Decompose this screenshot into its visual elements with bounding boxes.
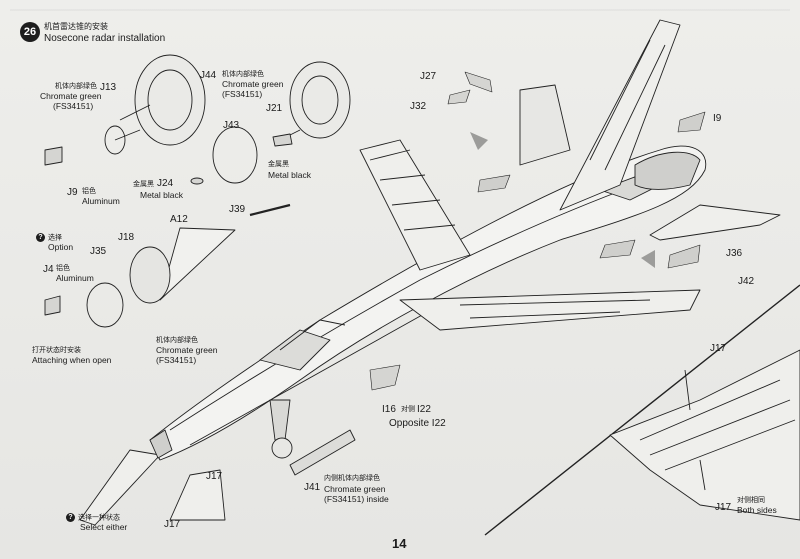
note-j44-chromate-en: Chromate green <box>222 79 284 89</box>
page-number: 14 <box>392 536 407 551</box>
part-label-j42: J42 <box>738 276 755 287</box>
note-chromate-cn: 机体内部绿色 <box>55 83 97 90</box>
note-inside-chromate-en: Chromate green <box>324 484 386 494</box>
step-title-cn: 机首雷达锥的安装 <box>44 22 108 31</box>
part-label-a12: A12 <box>170 214 188 225</box>
part-label-j43: J43 <box>223 120 240 131</box>
aircraft-tail-drawing <box>519 19 781 241</box>
note-select-en: Select either <box>80 522 128 532</box>
part-label-j41: J41 <box>304 482 321 493</box>
note-chromate-en: Chromate green <box>40 91 102 101</box>
note-attach-en: Attaching when open <box>32 355 112 365</box>
note-both-sides-cn: 对侧相同 <box>737 497 765 504</box>
note-option-cn: ?选择 <box>36 233 62 242</box>
part-label-j24: J24 <box>157 178 174 189</box>
direction-arrows <box>470 132 655 268</box>
note-aluminum-cn: 铝色 <box>82 188 96 195</box>
part-j24-drawing <box>190 177 204 185</box>
inset-nose-detail-drawing <box>609 349 800 521</box>
aircraft-wing-drawing <box>359 139 701 331</box>
note-select-cn: ?选择一种状态 <box>66 513 120 522</box>
part-label-j35: J35 <box>90 246 107 257</box>
note-option-en: Option <box>48 242 74 252</box>
note-metal-black-cn: 金属黑 <box>133 181 154 188</box>
step-title-en: Nosecone radar installation <box>44 33 166 44</box>
fuselage-panel-details <box>369 71 706 391</box>
nosecone-options-drawing <box>79 429 226 526</box>
part-label-j36: J36 <box>726 248 743 259</box>
note-nose-chromate-en: Chromate green <box>156 345 218 355</box>
landing-gear-drawing <box>269 399 293 459</box>
note-both-sides-en: Both sides <box>737 505 777 515</box>
note-inside-fs: (FS34151) inside <box>324 494 389 504</box>
note-nose-fs-code: (FS34151) <box>156 355 197 365</box>
note-aluminum-en: Aluminum <box>82 196 120 206</box>
note-opposite-en: Opposite I22 <box>389 418 446 429</box>
note-metal-black-en-2: Metal black <box>268 170 311 180</box>
part-label-j44: J44 <box>200 70 217 81</box>
part-j9-drawing <box>44 146 63 166</box>
note-nose-chromate-cn: 机体内部绿色 <box>156 337 198 344</box>
radar-bulkhead-drawing <box>104 54 206 155</box>
part-label-j21: J21 <box>266 103 283 114</box>
part-label-j32: J32 <box>410 101 427 112</box>
part-label-j18: J18 <box>118 232 135 243</box>
radar-dish-drawing <box>212 61 351 184</box>
part-label-j4: J4 <box>43 264 54 275</box>
part-j39-rod <box>249 203 291 217</box>
note-j44-fs-code: (FS34151) <box>222 89 263 99</box>
part-label-j39: J39 <box>229 204 246 215</box>
part-label-j27: J27 <box>420 71 437 82</box>
part-label-j17-right-top: J17 <box>710 343 727 354</box>
note-j4-aluminum-en: Aluminum <box>56 273 94 283</box>
part-label-j17-bottom: J17 <box>164 519 181 530</box>
part-label-j13: J13 <box>100 82 117 93</box>
part-label-j9: J9 <box>67 187 78 198</box>
part-j21-drawing <box>272 133 293 147</box>
part-label-i16: I16 <box>382 404 396 415</box>
part-label-j17-right-bottom: J17 <box>715 502 732 513</box>
nosecone-a12-drawing <box>44 227 236 328</box>
aircraft-fuselage-drawing <box>149 145 707 461</box>
part-label-i22: I22 <box>417 404 431 415</box>
part-label-j17-top: J17 <box>206 471 223 482</box>
part-j41-strip <box>289 429 356 476</box>
option-mark-icon: ? <box>36 233 45 242</box>
inset-divider-line <box>484 284 800 536</box>
note-metal-black-en: Metal black <box>140 190 183 200</box>
note-j4-aluminum-cn: 铝色 <box>56 265 70 272</box>
note-j44-chromate-cn: 机体内部绿色 <box>222 71 264 78</box>
note-inside-cn: 内侧机体内部绿色 <box>324 475 380 482</box>
note-opposite-cn: 对侧 <box>401 406 415 413</box>
option-mark-icon-2: ? <box>66 513 75 522</box>
note-attach-cn: 打开状态时安装 <box>32 347 81 354</box>
step-number-badge: 26 <box>20 22 40 42</box>
note-metal-black-cn-2: 金属黑 <box>268 161 289 168</box>
part-label-i9: I9 <box>713 113 722 124</box>
note-fs-code: (FS34151) <box>53 101 94 111</box>
